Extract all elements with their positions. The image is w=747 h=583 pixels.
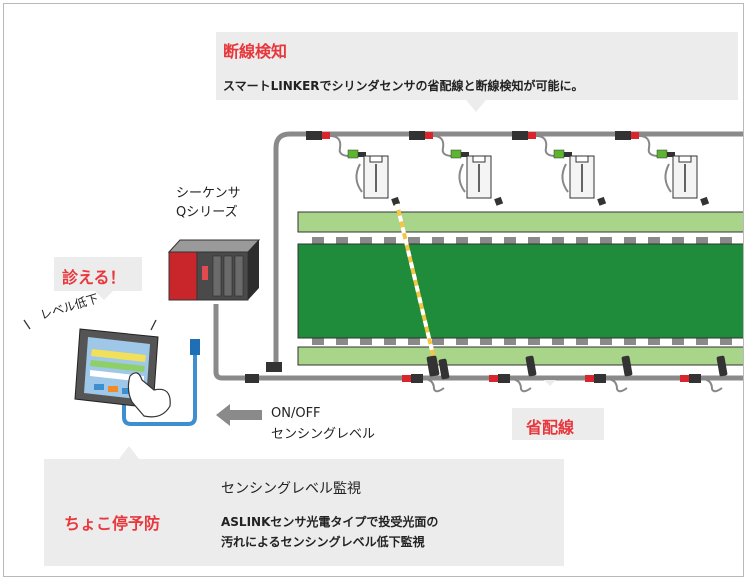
top-rail xyxy=(297,211,743,233)
top-callout-bg xyxy=(216,32,738,112)
top-cable xyxy=(273,131,743,362)
diagnose-badge: 診える！ xyxy=(54,257,142,291)
hand xyxy=(127,372,171,418)
top-sensor-unit xyxy=(615,131,710,206)
bottom-callout-heading: センシングレベル監視 xyxy=(221,481,361,497)
top-sensor-unit xyxy=(306,131,401,206)
wire-saving-text: 省配線 xyxy=(526,418,575,437)
diagnose-badge-text: 診える！ xyxy=(62,268,126,287)
left-arrow-icon xyxy=(216,404,262,426)
bottom-callout-desc-line1: ASLINKセンサ光電タイプで投受光面の xyxy=(221,515,439,529)
top-callout-title: 断線検知 xyxy=(223,42,288,61)
photo-sensor xyxy=(426,355,440,377)
wire-saving-badge: 省配線 xyxy=(512,408,604,440)
bottom-callout-bg xyxy=(44,446,564,566)
bottom-callout-left-title: ちょこ停予防 xyxy=(64,514,161,533)
top-sensor-unit xyxy=(409,131,504,206)
top-sensor-unit xyxy=(512,131,607,206)
plc-label-line1: シーケンサ xyxy=(176,186,241,201)
cable-connector xyxy=(266,362,282,372)
top-callout-subtitle: スマートLINKERでシリンダセンサの省配線と断線検知が可能に。 xyxy=(223,79,584,93)
signal-label-line1: ON/OFF xyxy=(271,406,321,421)
bottom-cable xyxy=(213,304,743,381)
bottom-callout-desc: ASLINKセンサ光電タイプで投受光面の 汚れによるセンシングレベル低下監視 xyxy=(221,512,438,552)
conveyor-belt xyxy=(297,243,743,339)
bottom-sensor-unit xyxy=(489,355,537,393)
bottom-sensor-unit xyxy=(402,358,450,393)
plc-label-line2: Qシリーズ xyxy=(176,205,238,220)
plc-unit xyxy=(167,239,261,301)
wire-callout-pointer xyxy=(544,380,556,386)
blue-cable xyxy=(122,352,197,426)
signal-label-line2: センシングレベル xyxy=(271,427,376,442)
conveyor-bumps xyxy=(312,237,732,345)
bottom-sensor-unit xyxy=(585,355,633,393)
plc-label: シーケンサ Qシリーズ xyxy=(176,184,241,222)
blue-connector xyxy=(190,339,200,355)
cable-connector xyxy=(245,374,259,383)
bottom-callout-desc-line2: 汚れによるセンシングレベル低下監視 xyxy=(221,535,425,549)
badge-pointer xyxy=(94,290,114,300)
bottom-sensor-unit xyxy=(680,355,728,393)
light-beam-dash xyxy=(395,203,436,360)
signal-label: ON/OFF センシングレベル xyxy=(271,403,375,445)
system-diagram xyxy=(23,32,743,566)
diagram-frame: 断線検知 スマートLINKERでシリンダセンサの省配線と断線検知が可能に。 シー… xyxy=(3,3,744,577)
bottom-rail xyxy=(297,346,743,366)
